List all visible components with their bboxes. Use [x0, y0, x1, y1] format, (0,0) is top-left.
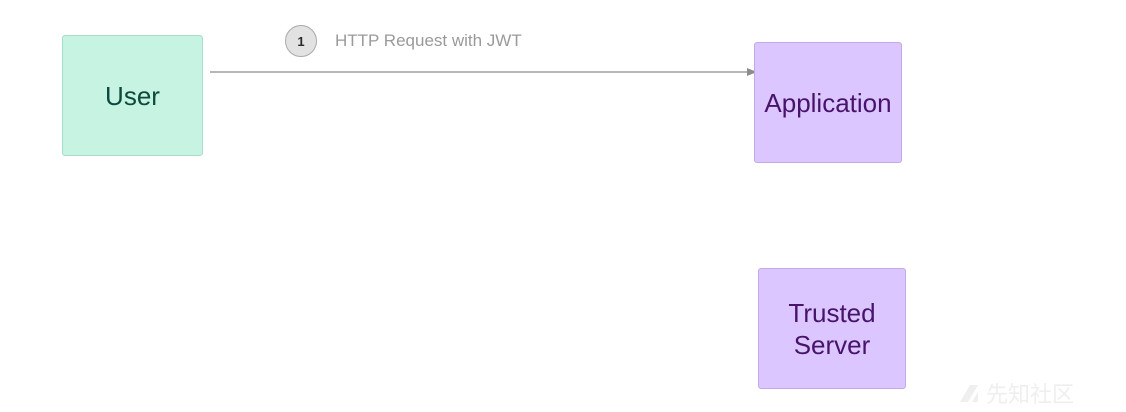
- watermark-logo-icon: [960, 385, 978, 402]
- step-number-badge: 1: [285, 25, 317, 57]
- trusted-server-node-label: Trusted Server: [788, 297, 876, 360]
- user-node-label: User: [105, 80, 160, 111]
- watermark: 先知社区: [958, 377, 1074, 409]
- application-node[interactable]: Application: [754, 42, 902, 163]
- application-node-label: Application: [764, 87, 892, 118]
- edge-label-http-request: HTTP Request with JWT: [335, 31, 522, 50]
- trusted-server-node[interactable]: Trusted Server: [758, 268, 906, 389]
- watermark-text: 先知社区: [986, 383, 1075, 408]
- user-node[interactable]: User: [62, 35, 203, 156]
